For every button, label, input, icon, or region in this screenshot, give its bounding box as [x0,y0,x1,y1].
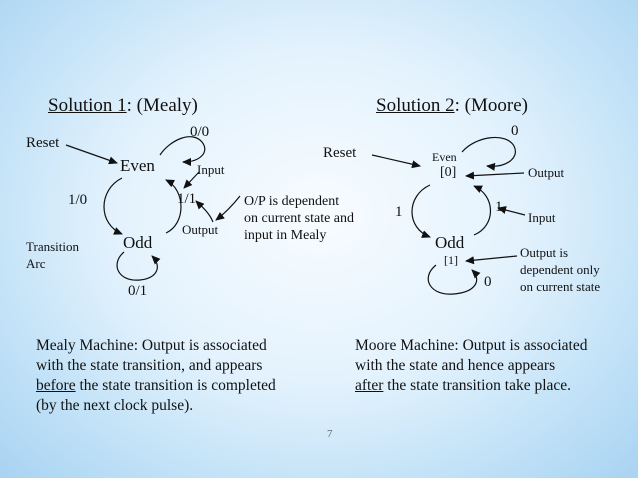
mealy-title-prefix: Solution 1 [48,95,127,116]
moore-state-even: Even [432,150,457,164]
mealy-desc-line3-rest: the state transition is completed [75,377,276,394]
transition-label-line1: Transition [26,239,79,254]
mealy-output-pointer [195,200,214,223]
mealy-state-even: Even [120,156,155,175]
mealy-input-label: Input [197,162,225,177]
mealy-title: Solution 1: (Mealy) [48,95,198,117]
mealy-reset-label: Reset [26,135,60,151]
mealy-note: O/P is dependent on current state and in… [244,193,354,244]
moore-input-label: Input [528,210,556,225]
mealy-input-pointer [183,171,200,189]
mealy-note-line3: input in Mealy [244,228,327,243]
moore-desc-line1: Moore Machine: Output is associated [355,337,588,354]
moore-input-pointer [497,206,526,216]
moore-note-pointer [465,255,518,265]
mealy-desc-line3: before the state transition is completed [36,376,276,396]
moore-state-odd-output: [1] [444,253,458,267]
moore-arc-even-to-odd [411,184,431,238]
moore-right-arc-label: 1 [495,199,503,215]
mealy-reset-arrow [65,144,118,165]
mealy-loop-odd-label: 0/1 [128,283,148,299]
mealy-arc-odd-to-even [165,179,182,234]
mealy-transition-arc-label: Transition Arc [26,238,79,272]
mealy-description: Mealy Machine: Output is associated with… [36,336,276,416]
mealy-loop-even-label: 0/0 [190,124,210,140]
moore-note-line2: dependent only [520,262,600,277]
moore-output-label: Output [528,165,565,180]
mealy-state-odd: Odd [123,233,153,252]
moore-state-odd: Odd [435,233,465,252]
mealy-note-pointer [215,195,241,221]
moore-odd-self-loop [427,264,481,295]
moore-title-prefix: Solution 2 [376,95,455,116]
moore-loop-even-label: 0 [511,123,519,139]
moore-loop-odd-label: 0 [484,274,492,290]
mealy-note-line1: O/P is dependent [244,194,340,209]
moore-desc-line3: after the state transition take place. [355,376,587,396]
moore-desc-after: after [355,377,384,394]
page-number: 7 [327,428,333,440]
moore-note-line3: on current state [520,279,601,294]
moore-note: Output is dependent only on current stat… [520,244,600,295]
moore-reset-label: Reset [323,145,357,161]
mealy-note-line2: on current state and [244,211,355,226]
moore-title-suffix: : (Moore) [454,95,528,116]
mealy-title-suffix: : (Mealy) [126,95,198,116]
mealy-desc-line1: Mealy Machine: Output is associated [36,337,267,354]
moore-reset-arrow [371,154,421,169]
mealy-desc-line2: with the state transition, and appears [36,357,263,374]
moore-even-self-loop [461,136,516,171]
mealy-odd-to-even-label: 1/1 [177,191,197,207]
moore-note-line1: Output is [520,245,569,260]
moore-title: Solution 2: (Moore) [376,95,528,117]
mealy-even-self-loop [159,136,206,166]
mealy-output-label: Output [182,222,219,237]
moore-left-arc-label: 1 [395,204,403,220]
moore-desc-line3-rest: the state transition take place. [383,377,572,394]
moore-output-pointer [465,171,525,180]
transition-label-line2: Arc [26,256,46,271]
mealy-even-to-odd-label: 1/0 [68,192,88,208]
moore-arc-odd-to-even [473,185,491,236]
mealy-odd-self-loop [116,251,161,281]
mealy-arc-even-to-odd [103,177,123,235]
moore-desc-line2: with the state and hence appears [355,357,556,374]
moore-state-even-output: [0] [440,165,457,180]
mealy-desc-line4: (by the next clock pulse). [36,397,194,414]
moore-description: Moore Machine: Output is associated with… [355,336,587,396]
mealy-desc-before: before [36,377,76,394]
